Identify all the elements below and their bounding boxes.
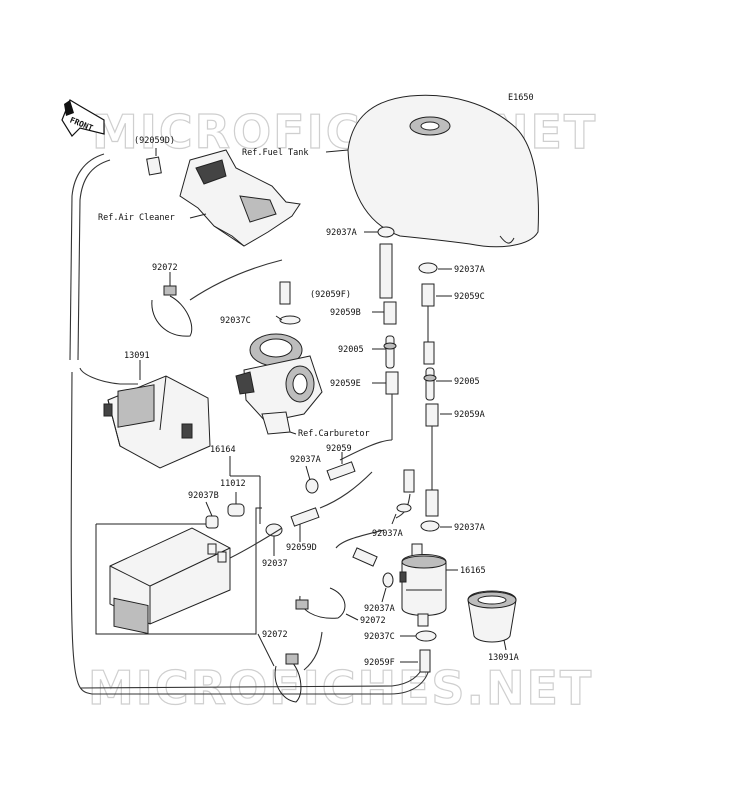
ref-carburetor-label: Ref.Carburetor [298,429,370,439]
part-11012: 11012 [220,479,246,489]
part-92037a-lower: 92037A [364,604,395,614]
clamp-92072-top [151,285,193,337]
ref-fuel-tank-label: Ref.Fuel Tank [242,148,309,158]
clamp-92072-right [295,587,346,619]
part-92059d-top: (92059D) [134,136,175,146]
hose-92059a [425,403,439,427]
fitting-92005-right [423,367,437,401]
clip-92037c-mid [275,315,301,325]
part-16164: 16164 [210,445,236,455]
cover-13091 [103,375,211,469]
part-92037c-lower: 92037C [364,632,395,642]
hose-piece-92059f-mid [279,281,291,305]
part-92037-low: 92037 [262,559,288,569]
part-92037c-mid: 92037C [220,316,251,326]
canister-16164 [109,527,231,635]
part-92059f-mid: (92059F) [310,290,351,300]
clip-92037c-lower [415,630,437,642]
part-92072-top: 92072 [152,263,178,273]
part-92059e: 92059E [330,379,361,389]
carburetor [235,333,323,435]
part-92059-center: 92059 [326,444,352,454]
part-92037b: 92037B [188,491,219,501]
hose-right-lower [425,489,439,517]
clip-92037a-tank [377,226,395,238]
clamp-92072-bottom [274,653,302,703]
hose-center-upper [379,243,393,299]
hose-92059e [385,371,399,395]
fuel-tank [347,94,539,248]
hose-piece-92059-center [326,461,356,481]
part-92059a: 92059A [454,410,485,420]
part-16165: 16165 [460,566,486,576]
part-92072-bottom: 92072 [262,630,288,640]
hose-piece-pump-left [352,547,378,567]
ref-air-cleaner-label: Ref.Air Cleaner [98,213,175,223]
hose-92059f-lower [419,649,431,673]
hose-92059c [421,283,435,307]
hose-right-mid [423,341,435,365]
clip-92037a-lower [382,572,394,588]
clip-92037a-pump-left [396,503,412,513]
hose-piece-92059d-top [146,156,162,176]
part-92037a-center: 92037A [290,455,321,465]
part-92059b: 92059B [330,308,361,318]
clip-92037b [205,515,219,529]
diagram-code: E1650 [508,93,534,103]
hose-piece-92059d-low [290,507,320,527]
part-92037a-pump-left: 92037A [372,529,403,539]
part-92059d-low: 92059D [286,543,317,553]
part-92037a-tank: 92037A [326,228,357,238]
part-92072-right: 92072 [360,616,386,626]
part-11012-fitting [227,503,245,517]
fitting-92005-left [383,335,397,369]
holder-13091a [467,590,517,643]
part-92037a-right-top: 92037A [454,265,485,275]
front-arrow-icon: FRONT [61,99,105,137]
fuel-pump-16165 [399,543,447,627]
part-92005-left: 92005 [338,345,364,355]
part-92037a-pump-right: 92037A [454,523,485,533]
hose-92059b [383,301,397,325]
part-13091: 13091 [124,351,150,361]
part-13091a: 13091A [488,653,519,663]
part-92005-right: 92005 [454,377,480,387]
clip-92037a-right-top [418,262,438,274]
part-92059f-lower: 92059F [364,658,395,668]
hose-pump-upper [403,469,415,493]
watermark-bottom: MICROFICHES.NET [88,661,593,715]
part-92059c: 92059C [454,292,485,302]
clip-92037a-center [305,478,319,494]
air-cleaner [179,149,301,247]
clip-92037a-pump-right [420,520,440,532]
